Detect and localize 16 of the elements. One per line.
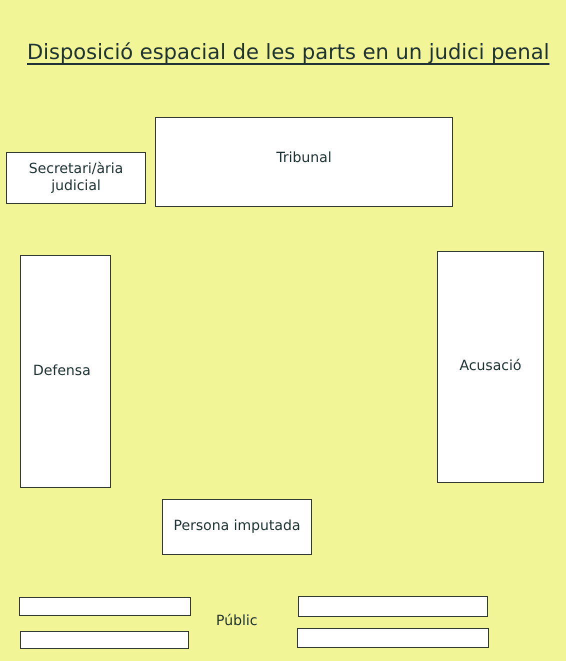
area-label: Secretari/ària judicial	[28, 160, 124, 196]
area-box	[155, 117, 453, 207]
area-label: Públic	[216, 612, 258, 631]
bench-bar	[298, 596, 488, 617]
area-box	[162, 499, 312, 555]
area-box	[437, 251, 544, 483]
area-label: Acusació	[460, 358, 522, 376]
area-label: Persona imputada	[174, 518, 300, 536]
area-box	[20, 255, 111, 488]
bench-bar	[19, 597, 191, 616]
bench-bar	[297, 628, 489, 648]
area-label: Defensa	[33, 362, 91, 380]
bench-bar	[20, 631, 189, 649]
title: Disposició espacial de les parts en un judici penal	[27, 39, 550, 66]
area-box	[6, 152, 146, 204]
area-label: Tribunal	[276, 150, 332, 168]
